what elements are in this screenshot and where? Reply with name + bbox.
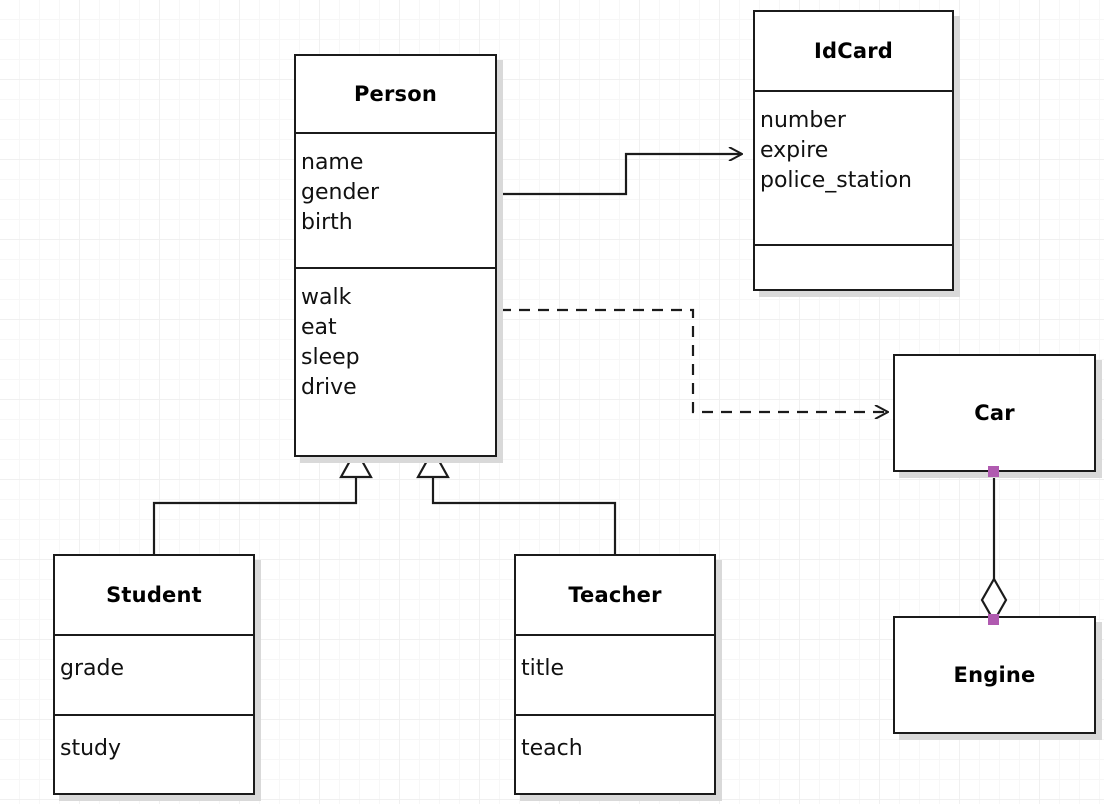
- edge-person-idcard[interactable]: [497, 154, 742, 196]
- link-handle-car-end[interactable]: [988, 466, 999, 477]
- class-title-student: Student: [55, 556, 253, 634]
- attribute-item: number: [760, 108, 846, 133]
- class-methods-student: study: [55, 714, 253, 793]
- attribute-item: birth: [301, 210, 353, 235]
- class-box-teacher[interactable]: Teacher title teach: [514, 554, 716, 795]
- class-name-engine: Engine: [953, 663, 1036, 687]
- edge-teacher-person[interactable]: [416, 447, 617, 554]
- class-box-person[interactable]: Person name gender birth walk eat sleep …: [294, 54, 497, 457]
- method-item: sleep: [301, 345, 360, 370]
- class-box-idcard[interactable]: IdCard number expire police_station: [753, 10, 954, 291]
- class-title-car: Car: [895, 356, 1094, 470]
- class-box-car[interactable]: Car: [893, 354, 1096, 472]
- attribute-item: expire: [760, 138, 829, 163]
- edge-student-person[interactable]: [152, 447, 373, 554]
- class-title-person: Person: [296, 56, 495, 132]
- attribute-item: gender: [301, 180, 379, 205]
- edge-car-engine[interactable]: [980, 472, 1008, 624]
- class-title-teacher: Teacher: [516, 556, 714, 634]
- class-attributes-idcard: number expire police_station: [755, 90, 952, 244]
- class-attributes-person: name gender birth: [296, 132, 495, 267]
- attribute-item: name: [301, 150, 364, 175]
- method-item: drive: [301, 375, 357, 400]
- class-name-teacher: Teacher: [568, 583, 662, 607]
- class-methods-person: walk eat sleep drive: [296, 267, 495, 455]
- class-name-idcard: IdCard: [813, 39, 894, 63]
- class-title-engine: Engine: [895, 618, 1094, 732]
- class-box-engine[interactable]: Engine: [893, 616, 1096, 734]
- attribute-item: police_station: [760, 168, 912, 193]
- class-attributes-teacher: title: [516, 634, 714, 714]
- method-item: teach: [521, 736, 583, 761]
- class-box-student[interactable]: Student grade study: [53, 554, 255, 795]
- edge-person-car[interactable]: [500, 308, 888, 412]
- class-methods-idcard: [755, 244, 952, 289]
- method-item: study: [60, 736, 122, 761]
- method-item: walk: [301, 285, 352, 310]
- class-methods-teacher: teach: [516, 714, 714, 793]
- attribute-item: title: [521, 656, 565, 681]
- method-item: eat: [301, 315, 337, 340]
- link-handle-engine-end[interactable]: [988, 614, 999, 625]
- class-name-person: Person: [353, 82, 438, 106]
- attribute-item: grade: [60, 656, 124, 681]
- class-name-student: Student: [106, 583, 202, 607]
- class-name-car: Car: [974, 401, 1015, 425]
- class-title-idcard: IdCard: [755, 12, 952, 90]
- class-attributes-student: grade: [55, 634, 253, 714]
